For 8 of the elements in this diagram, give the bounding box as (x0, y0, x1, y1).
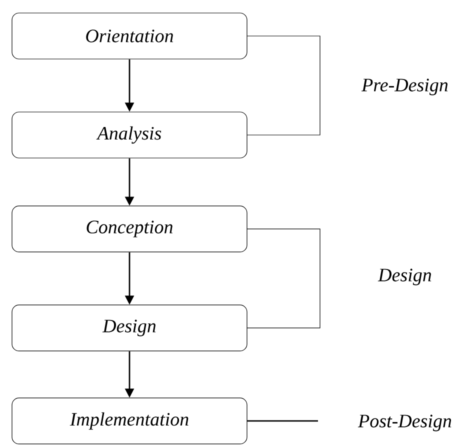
process-box: Analysis (12, 112, 248, 158)
group-label: Design (378, 268, 432, 286)
process-box: Design (12, 304, 248, 352)
process-box: Conception (12, 206, 248, 252)
process-box: Implementation (12, 398, 248, 444)
group-label: Pre-Design (361, 78, 448, 96)
group-label: Post-Design (358, 414, 452, 432)
process-box: Orientation (12, 12, 248, 60)
